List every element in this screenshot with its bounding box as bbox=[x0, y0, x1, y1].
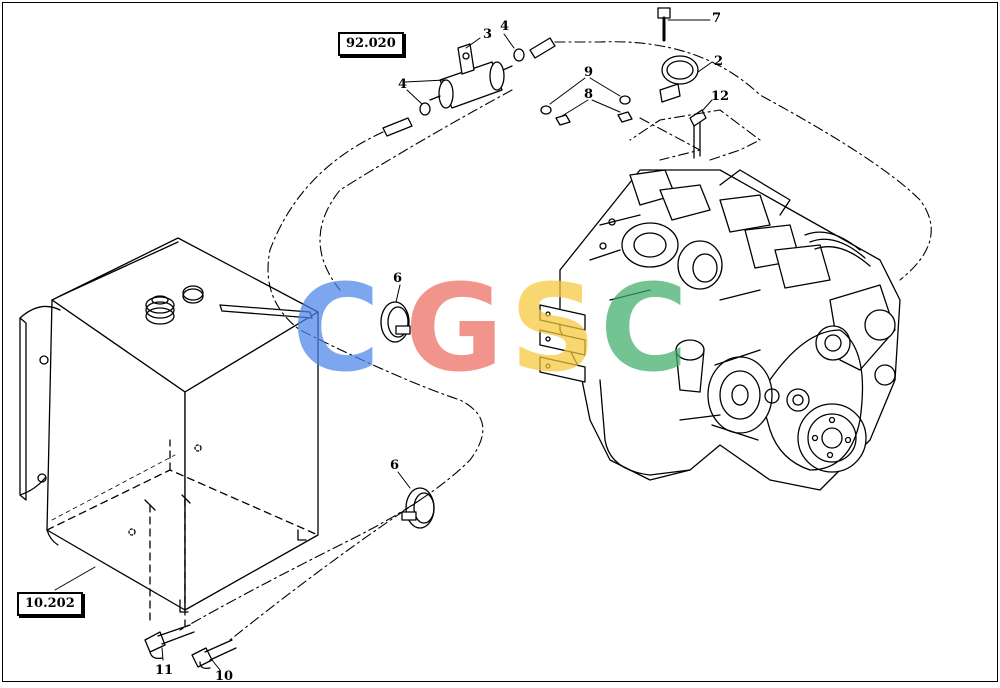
callout-7: 7 bbox=[712, 11, 722, 26]
callout-8: 8 bbox=[584, 87, 594, 102]
hose-clips bbox=[380, 301, 435, 529]
fuel-tank bbox=[19, 237, 319, 631]
tank-fittings bbox=[144, 624, 237, 670]
watermark-letter-c1: C bbox=[292, 260, 381, 399]
callout-4-top: 4 bbox=[500, 19, 510, 34]
reference-box-bottom[interactable]: 10.202 bbox=[17, 592, 83, 616]
banjo-fittings bbox=[382, 37, 556, 137]
callout-4-left: 4 bbox=[398, 77, 408, 92]
callout-11: 11 bbox=[155, 663, 174, 678]
callout-12: 12 bbox=[711, 89, 730, 104]
diesel-engine bbox=[539, 169, 901, 491]
fuel-lines bbox=[179, 41, 932, 641]
callout-10: 10 bbox=[215, 669, 234, 684]
callout-6-lower: 6 bbox=[390, 458, 400, 473]
watermark-letter-c2: C bbox=[600, 260, 689, 399]
callout-9: 9 bbox=[584, 65, 594, 80]
watermark-letter-s: S bbox=[510, 260, 597, 399]
watermark-letter-g: G bbox=[405, 260, 504, 399]
leader-lines bbox=[54, 19, 713, 671]
reference-box-top[interactable]: 92.020 bbox=[338, 32, 404, 56]
clamp-and-bolt bbox=[657, 7, 699, 103]
callout-2: 2 bbox=[714, 54, 724, 69]
callout-6-upper: 6 bbox=[393, 271, 403, 286]
callout-3: 3 bbox=[483, 27, 493, 42]
o-rings bbox=[419, 48, 525, 116]
fuel-filter bbox=[429, 43, 513, 109]
